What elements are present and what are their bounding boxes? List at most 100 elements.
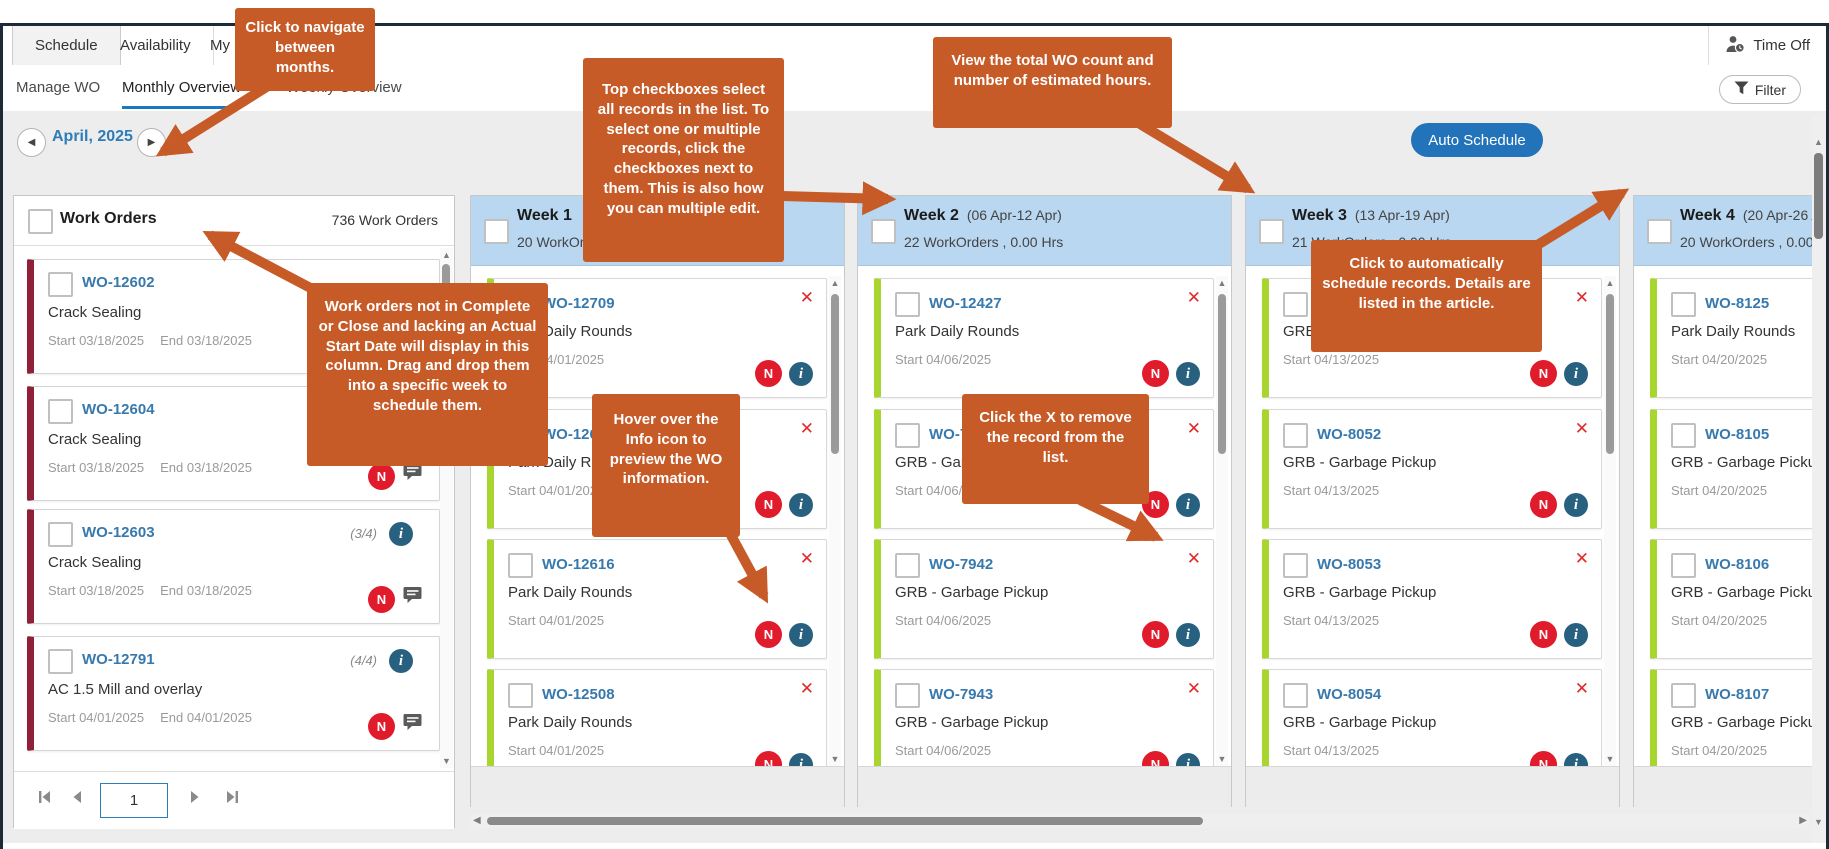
next-month-button[interactable]: ▶ [137, 128, 166, 157]
remove-x-icon[interactable]: ✕ [1574, 419, 1589, 438]
work-order-checkbox[interactable] [895, 683, 920, 708]
info-icon[interactable]: i [389, 649, 413, 673]
info-icon[interactable]: i [1176, 362, 1200, 386]
auto-schedule-button[interactable]: Auto Schedule [1411, 123, 1543, 157]
work-order-checkbox[interactable] [1671, 553, 1696, 578]
comments-icon[interactable] [403, 713, 425, 738]
work-order-link[interactable]: WO-8105 [1705, 426, 1770, 443]
scroll-up-icon[interactable]: ▲ [1217, 278, 1227, 288]
work-order-link[interactable]: WO-12508 [542, 686, 615, 703]
remove-x-icon[interactable]: ✕ [1186, 549, 1201, 568]
work-order-checkbox[interactable] [1671, 683, 1696, 708]
work-order-link[interactable]: WO-12709 [542, 295, 615, 312]
info-icon[interactable]: i [789, 753, 813, 766]
work-order-checkbox[interactable] [1283, 423, 1308, 448]
work-order-link[interactable]: WO-12604 [82, 401, 155, 418]
work-order-checkbox[interactable] [48, 399, 73, 424]
scroll-down-icon[interactable]: ▼ [830, 754, 840, 764]
scroll-down-icon[interactable]: ▼ [442, 756, 451, 766]
next-page-button[interactable] [186, 788, 208, 810]
select-all-work-orders-checkbox[interactable] [28, 209, 53, 234]
previous-month-button[interactable]: ◀ [17, 128, 46, 157]
tab-manage-wo[interactable]: Manage WO [16, 79, 101, 96]
info-icon[interactable]: i [1564, 753, 1588, 766]
remove-x-icon[interactable]: ✕ [1574, 549, 1589, 568]
remove-x-icon[interactable]: ✕ [799, 419, 814, 438]
info-icon[interactable]: i [789, 623, 813, 647]
scroll-down-icon[interactable]: ▼ [1217, 754, 1227, 764]
scrollbar-thumb[interactable] [831, 294, 839, 454]
scrollbar-thumb[interactable] [1218, 294, 1226, 454]
scroll-left-icon[interactable]: ◀ [473, 815, 481, 826]
work-order-link[interactable]: WO-8106 [1705, 556, 1770, 573]
work-order-checkbox[interactable] [48, 272, 73, 297]
remove-x-icon[interactable]: ✕ [1574, 679, 1589, 698]
work-order-link[interactable]: WO-7942 [929, 556, 994, 573]
work-order-checkbox[interactable] [1671, 292, 1696, 317]
tab-monthly-overview[interactable]: Monthly Overview [122, 65, 242, 110]
work-order-checkbox[interactable] [48, 649, 73, 674]
time-off-button[interactable]: Time Off [1708, 26, 1826, 65]
work-order-checkbox[interactable] [1283, 683, 1308, 708]
work-order-link[interactable]: WO-8052 [1317, 426, 1382, 443]
scroll-up-icon[interactable]: ▲ [442, 250, 451, 260]
info-icon[interactable]: i [1564, 362, 1588, 386]
work-order-link[interactable]: WO-8053 [1317, 556, 1382, 573]
scroll-down-icon[interactable]: ▼ [1605, 754, 1615, 764]
previous-page-button[interactable] [68, 788, 90, 810]
work-order-checkbox[interactable] [895, 553, 920, 578]
work-order-checkbox[interactable] [508, 553, 533, 578]
week-select-all-checkbox[interactable] [1647, 219, 1672, 244]
work-order-checkbox[interactable] [1283, 292, 1308, 317]
remove-x-icon[interactable]: ✕ [799, 549, 814, 568]
week-scrollbar[interactable]: ▲ ▼ [829, 276, 841, 766]
scroll-up-icon[interactable]: ▲ [830, 278, 840, 288]
work-order-link[interactable]: WO-8054 [1317, 686, 1382, 703]
week-scrollbar[interactable]: ▲ ▼ [1604, 276, 1616, 766]
comments-icon[interactable] [403, 463, 425, 488]
week-select-all-checkbox[interactable] [871, 219, 896, 244]
comments-icon[interactable] [403, 586, 425, 611]
remove-x-icon[interactable]: ✕ [799, 288, 814, 307]
tab-availability[interactable]: Availability [98, 26, 214, 65]
scrollbar-thumb[interactable] [1606, 294, 1614, 454]
info-icon[interactable]: i [789, 362, 813, 386]
work-order-checkbox[interactable] [508, 683, 533, 708]
scroll-up-icon[interactable]: ▲ [1605, 278, 1615, 288]
remove-x-icon[interactable]: ✕ [1574, 288, 1589, 307]
last-page-button[interactable] [223, 788, 245, 810]
info-icon[interactable]: i [1564, 493, 1588, 517]
work-order-link[interactable]: WO-7943 [929, 686, 994, 703]
remove-x-icon[interactable]: ✕ [799, 679, 814, 698]
scroll-down-icon[interactable]: ▼ [1814, 817, 1823, 827]
work-order-link[interactable]: WO-8107 [1705, 686, 1770, 703]
work-order-checkbox[interactable] [48, 522, 73, 547]
remove-x-icon[interactable]: ✕ [1186, 679, 1201, 698]
work-order-checkbox[interactable] [895, 423, 920, 448]
info-icon[interactable]: i [389, 522, 413, 546]
window-scrollbar-thumb[interactable] [1814, 153, 1823, 239]
work-order-link[interactable]: WO-12602 [82, 274, 155, 291]
work-order-link[interactable]: WO-12427 [929, 295, 1002, 312]
work-order-checkbox[interactable] [1283, 553, 1308, 578]
scroll-up-icon[interactable]: ▲ [1814, 137, 1823, 147]
info-icon[interactable]: i [1176, 753, 1200, 766]
horizontal-scrollbar[interactable]: ◀ ▶ [470, 814, 1810, 828]
work-order-checkbox[interactable] [895, 292, 920, 317]
week-select-all-checkbox[interactable] [484, 219, 509, 244]
work-order-link[interactable]: WO-12791 [82, 651, 155, 668]
scroll-right-icon[interactable]: ▶ [1799, 815, 1807, 826]
work-order-checkbox[interactable] [1671, 423, 1696, 448]
info-icon[interactable]: i [1564, 623, 1588, 647]
week-scrollbar[interactable]: ▲ ▼ [1216, 276, 1228, 766]
week-select-all-checkbox[interactable] [1259, 219, 1284, 244]
first-page-button[interactable] [36, 788, 58, 810]
page-number-input[interactable]: 1 [100, 783, 168, 818]
remove-x-icon[interactable]: ✕ [1186, 419, 1201, 438]
work-order-link[interactable]: WO-12603 [82, 524, 155, 541]
work-order-link[interactable]: WO-8125 [1705, 295, 1770, 312]
work-order-link[interactable]: WO-12616 [542, 556, 615, 573]
horizontal-scrollbar-thumb[interactable] [487, 817, 1203, 825]
info-icon[interactable]: i [789, 493, 813, 517]
filter-button[interactable]: Filter [1718, 75, 1801, 104]
